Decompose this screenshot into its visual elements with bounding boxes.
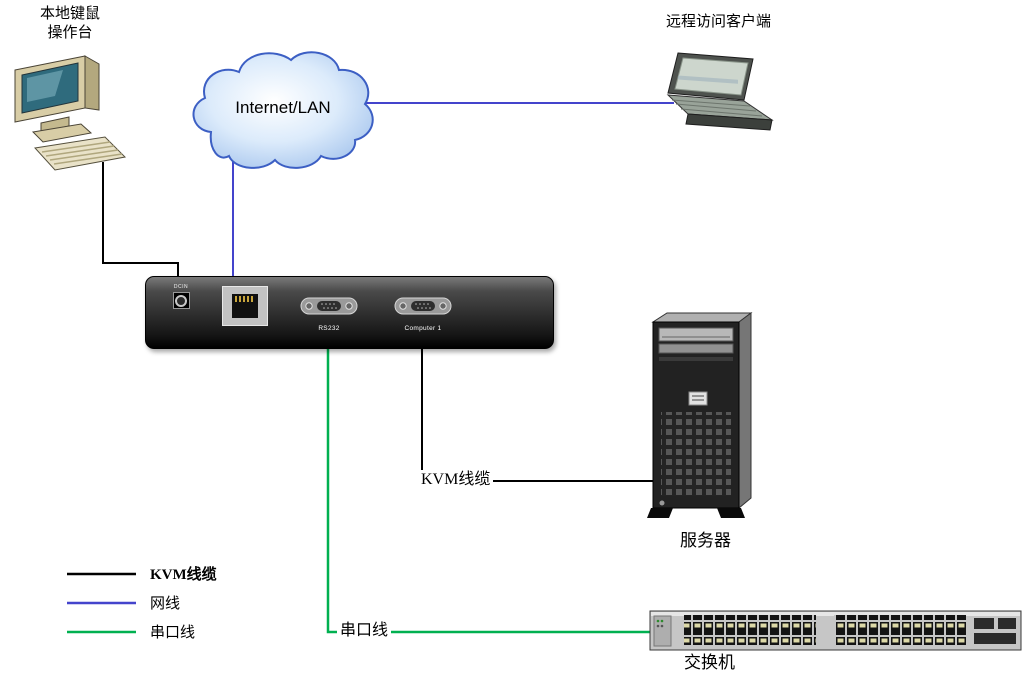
switch-label: 交换机 — [684, 653, 735, 672]
rs232-port-label: RS232 — [318, 325, 340, 332]
kvm-to-switch-serial-cable — [326, 345, 656, 634]
serial-cable-inline-label: 串口线 — [337, 621, 392, 641]
remote-laptop-icon — [656, 50, 786, 150]
computer1-port-label: Computer 1 — [404, 325, 442, 332]
server-icon — [645, 308, 760, 523]
kvm-cable-inline-label: KVM线缆 — [418, 470, 494, 490]
kvm-device: DCIN RS232 — [145, 276, 554, 349]
legend-label-serial: 串口线 — [150, 625, 196, 641]
power-jack-icon — [172, 292, 190, 309]
legend-item-serial-cable: 串口线 — [66, 623, 217, 641]
legend-item-kvm-cable: KVM线缆 — [66, 565, 217, 583]
rs232-port: RS232 — [300, 293, 358, 332]
internet-cloud-label: Internet/LAN — [235, 98, 330, 117]
computer1-port: Computer 1 — [394, 293, 452, 332]
legend: KVM线缆 网线 串口线 — [66, 565, 217, 652]
legend-line-network — [67, 601, 136, 604]
local-console-label: 本地键鼠 操作台 — [39, 6, 100, 41]
legend-line-kvm — [67, 572, 136, 575]
remote-client-label: 远程访问客户端 — [666, 14, 772, 30]
legend-line-serial — [67, 630, 136, 633]
internet-cloud: Internet/LAN — [175, 40, 380, 175]
computer1-connector-icon — [394, 297, 452, 315]
legend-label-network: 网线 — [150, 596, 181, 612]
kvm-to-server-cable — [421, 345, 660, 482]
network-switch-icon — [648, 606, 1023, 654]
power-port-label: DCIN — [173, 284, 189, 290]
server-label: 服务器 — [680, 531, 731, 550]
local-console-computer-icon — [5, 44, 140, 184]
lan-port-icon — [222, 286, 268, 326]
console-to-kvm-cable — [102, 162, 179, 282]
legend-item-network-cable: 网线 — [66, 594, 217, 612]
power-port: DCIN — [166, 284, 196, 309]
legend-label-kvm: KVM线缆 — [150, 567, 217, 583]
rs232-connector-icon — [300, 297, 358, 315]
cloud-shape — [192, 51, 374, 169]
